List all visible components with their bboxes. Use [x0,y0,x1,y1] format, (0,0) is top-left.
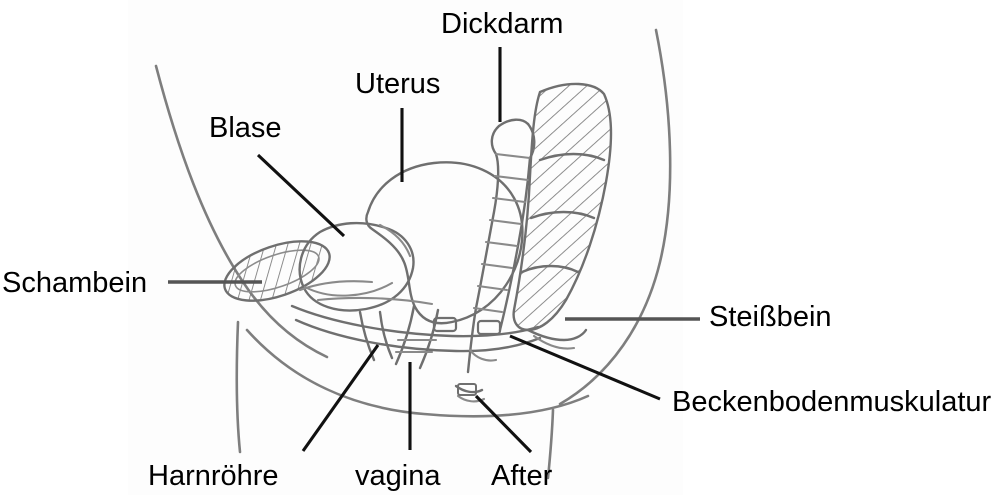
abdominal-wall-outline [154,64,329,359]
label-harnroehre: Harnröhre [148,460,279,492]
uterus-body [365,161,524,325]
label-after: After [491,460,553,492]
label-beckenbodenmuskulatur: Beckenbodenmuskulatur [672,386,992,418]
bladder [298,221,415,312]
label-uterus: Uterus [355,68,440,100]
leader-lines [168,47,700,454]
vagina-canal [394,304,440,370]
urethra-canal [358,310,394,362]
buttock-fold-outline [546,408,555,480]
sacrum-body [512,82,613,332]
label-texts: Dickdarm Uterus Blase Schambein Steißbei… [2,8,992,492]
sacrum [512,82,613,332]
leader-blase [256,153,346,238]
leader-after [474,394,533,454]
coccyx [526,328,588,350]
perineum-outline [245,328,590,418]
label-steissbein: Steißbein [709,301,832,333]
pelvic-floor [290,280,542,353]
label-dickdarm: Dickdarm [441,8,563,40]
leader-harnroehre [301,344,380,452]
leader-beckenboden [509,334,661,401]
back-outline [558,28,672,406]
label-blase: Blase [209,112,282,144]
body-outline-group [154,28,672,480]
label-vagina: vagina [355,460,441,492]
thigh-front-outline [235,320,242,454]
label-schambein: Schambein [2,267,147,299]
